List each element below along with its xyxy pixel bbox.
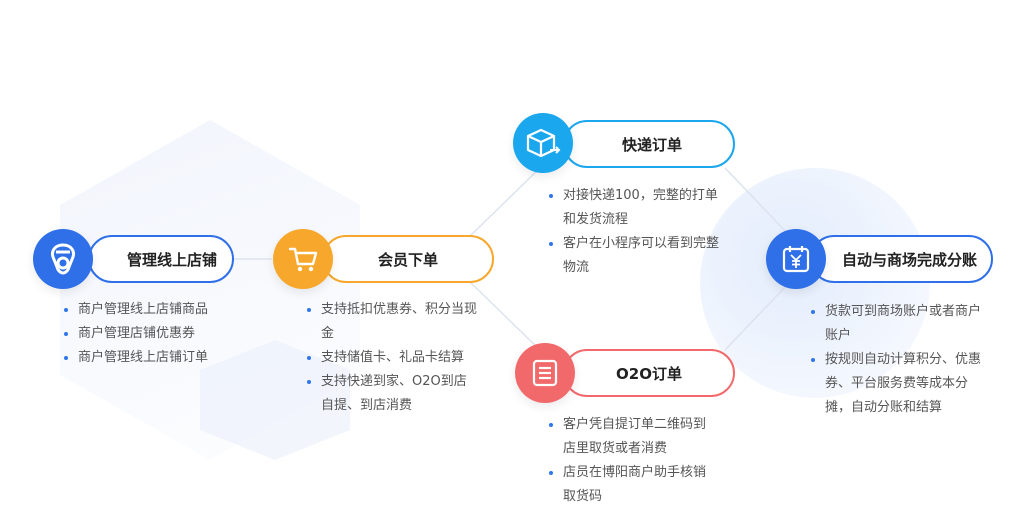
list-item: 客户在小程序可以看到完整物流 xyxy=(549,232,721,280)
node-express-circle xyxy=(513,113,573,173)
node-member-title: 会员下单 xyxy=(377,250,438,269)
list-item: 支持抵扣优惠券、积分当现金 xyxy=(307,298,477,346)
node-o2o-circle xyxy=(515,343,575,403)
connector-express-settle xyxy=(724,167,791,237)
node-member-list: 支持抵扣优惠券、积分当现金 支持储值卡、礼品卡结算 支持快递到家、O2O到店自提… xyxy=(307,298,477,418)
node-o2o-title: O2O订单 xyxy=(616,364,682,383)
connector-member-express xyxy=(469,167,541,237)
package-delivery-icon xyxy=(526,128,561,158)
list-item: 商户管理线上店铺商品 xyxy=(64,298,234,322)
node-o2o-pill: O2O订单 xyxy=(563,349,735,397)
node-express-list: 对接快递100，完整的打单和发货流程 客户在小程序可以看到完整物流 xyxy=(549,184,721,280)
background-circle xyxy=(700,168,930,398)
order-list-icon xyxy=(532,359,558,387)
node-member-pill: 会员下单 xyxy=(322,235,494,283)
node-express-title: 快递订单 xyxy=(621,135,682,154)
node-store-list: 商户管理线上店铺商品 商户管理店铺优惠券 商户管理线上店铺订单 xyxy=(64,298,234,370)
node-store-title: 管理线上店铺 xyxy=(126,250,217,269)
node-store-circle xyxy=(33,229,93,289)
node-settle-title: 自动与商场完成分账 xyxy=(841,250,977,269)
node-member-circle xyxy=(273,229,333,289)
connector-member-o2o xyxy=(469,281,541,351)
node-store-pill: 管理线上店铺 xyxy=(88,235,234,283)
list-item: 按规则自动计算积分、优惠券、平台服务费等成本分摊，自动分账和结算 xyxy=(811,348,981,420)
shopping-cart-icon xyxy=(288,247,318,272)
node-express-pill: 快递订单 xyxy=(563,120,735,168)
node-settle-circle xyxy=(766,229,826,289)
list-item: 店员在博阳商户助手核销取货码 xyxy=(549,461,709,509)
yuan-calendar-icon xyxy=(782,246,810,273)
list-item: 支持快递到家、O2O到店自提、到店消费 xyxy=(307,370,477,418)
background-hexagon-small xyxy=(200,340,350,460)
list-item: 货款可到商场账户或者商户账户 xyxy=(811,300,981,348)
list-item: 支持储值卡、礼品卡结算 xyxy=(307,346,477,370)
node-settle-list: 货款可到商场账户或者商户账户 按规则自动计算积分、优惠券、平台服务费等成本分摊，… xyxy=(811,300,981,420)
list-item: 客户凭自提订单二维码到店里取货或者消费 xyxy=(549,413,709,461)
brand-logo-icon xyxy=(51,243,75,275)
list-item: 商户管理店铺优惠券 xyxy=(64,322,234,346)
list-item: 对接快递100，完整的打单和发货流程 xyxy=(549,184,721,232)
node-settle-pill: 自动与商场完成分账 xyxy=(810,235,993,283)
node-o2o-list: 客户凭自提订单二维码到店里取货或者消费 店员在博阳商户助手核销取货码 xyxy=(549,413,709,509)
connector-o2o-settle xyxy=(724,281,791,351)
list-item: 商户管理线上店铺订单 xyxy=(64,346,234,370)
